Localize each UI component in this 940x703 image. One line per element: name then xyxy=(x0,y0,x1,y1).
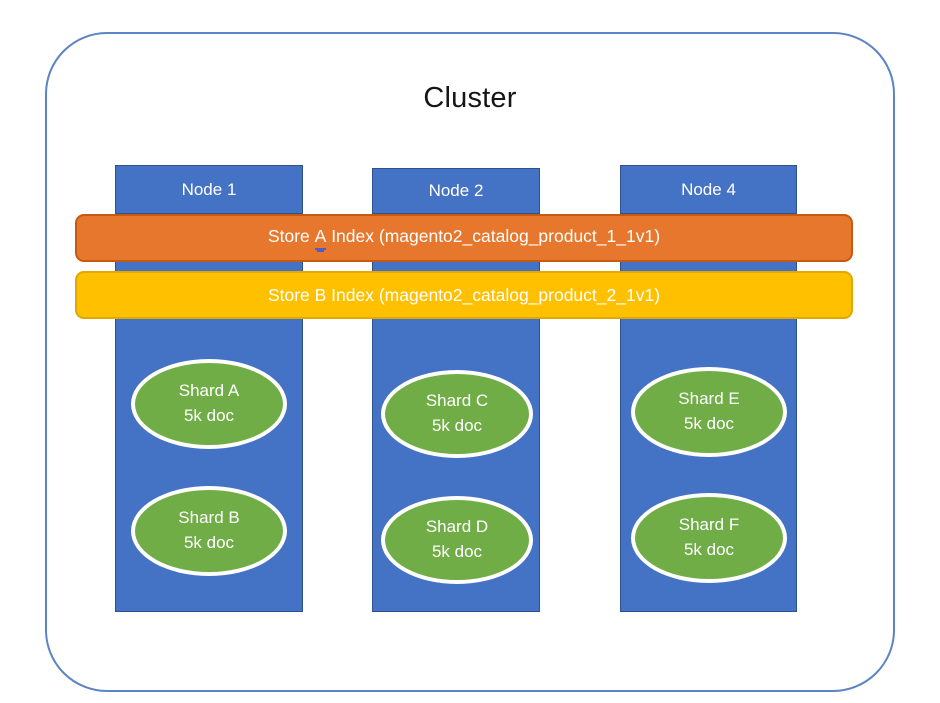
shard-c: Shard C 5k doc xyxy=(381,370,533,458)
shard-name: Shard F xyxy=(678,515,740,535)
shard-doc-count: 5k doc xyxy=(431,416,483,435)
shard-name: Shard A xyxy=(178,381,240,401)
store-b-index-label: Store B Index (magento2_catalog_product_… xyxy=(267,284,661,305)
node-label: Node 4 xyxy=(681,179,736,199)
shard-a: Shard A 5k doc xyxy=(131,359,287,449)
store-a-suffix: Index (magento2_catalog_product_1_1v1) xyxy=(326,226,661,246)
shard-d: Shard D 5k doc xyxy=(381,496,533,584)
node-header-node-2: Node 2 xyxy=(372,168,540,214)
shard-f: Shard F 5k doc xyxy=(631,493,787,583)
shard-doc-count: 5k doc xyxy=(683,414,735,433)
store-a-prefix: Store xyxy=(267,226,315,246)
node-label: Node 2 xyxy=(428,181,484,200)
shard-name: Shard B xyxy=(178,508,240,528)
cluster-title: Cluster xyxy=(423,82,517,114)
cluster-boundary xyxy=(45,32,895,692)
store-a-index-label: Store A Index (magento2_catalog_product_… xyxy=(268,226,660,250)
shard-e: Shard E 5k doc xyxy=(631,367,787,457)
node-header-node-4: Node 4 xyxy=(620,165,797,214)
node-header-node-1: Node 1 xyxy=(115,165,303,214)
shard-name: Shard D xyxy=(425,517,489,537)
shard-b: Shard B 5k doc xyxy=(131,486,287,576)
shard-doc-count: 5k doc xyxy=(431,542,483,561)
node-label: Node 1 xyxy=(181,179,237,199)
shard-name: Shard E xyxy=(678,389,740,409)
shard-name: Shard C xyxy=(425,391,489,411)
grammar-underline-mark: A xyxy=(314,226,327,250)
store-b-index-band: Store B Index (magento2_catalog_product_… xyxy=(75,271,853,319)
store-a-index-band: Store A Index (magento2_catalog_product_… xyxy=(75,214,853,262)
shard-doc-count: 5k doc xyxy=(183,533,235,552)
shard-doc-count: 5k doc xyxy=(183,406,235,425)
shard-doc-count: 5k doc xyxy=(683,540,735,559)
